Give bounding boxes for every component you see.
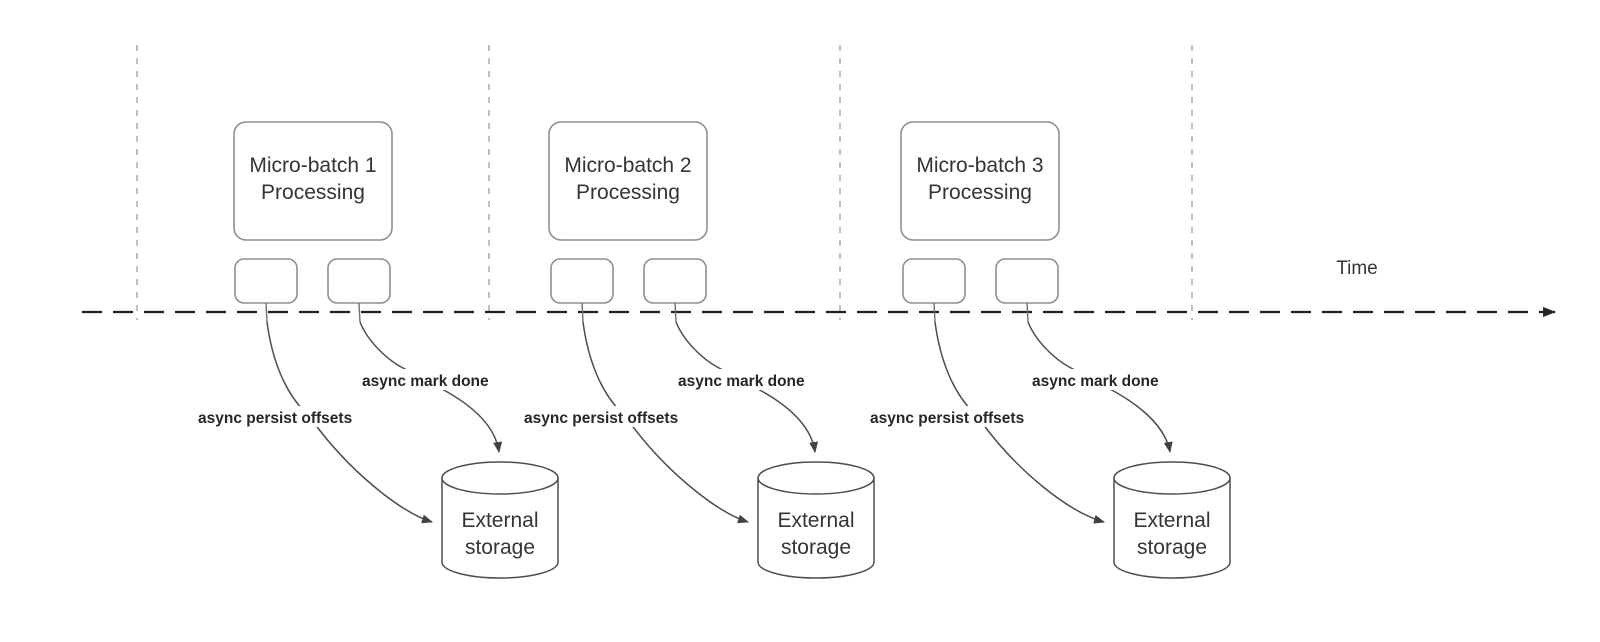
group-2-persist-edge-lower [627,419,749,524]
group-2-persist-label-bg [522,406,700,427]
group-2-mark-label-bg [676,369,818,390]
micro-batch-3-label-line1: Micro-batch 3 [916,154,1043,177]
micro-batch-1-box[interactable]: Micro-batch 1 Processing [233,121,393,241]
group-2-stub-2 [674,302,677,323]
group-2: Micro-batch 2 Processing async persist o… [522,121,875,579]
group-1-persist-edge-lower [311,419,433,524]
group-3-mark-edge-lower [1107,387,1173,453]
group-2-mark-label: async mark done [678,373,805,390]
group-3-mark-edge-upper [1027,321,1081,373]
group-3-task-box-1[interactable] [902,258,966,304]
micro-batch-3-label-line2: Processing [928,181,1032,204]
group-1-mark-label-bg [360,369,502,390]
external-storage-3-top [1113,461,1231,495]
group-1: Micro-batch 1 Processing async persist o… [196,121,559,579]
group-3-mark-label-bg [1030,369,1172,390]
micro-batch-3-box[interactable]: Micro-batch 3 Processing [900,121,1060,241]
micro-batch-3-rect [900,121,1060,241]
external-storage-3-label-line2: storage [1137,536,1207,559]
group-1-task-box-1[interactable] [234,258,298,304]
group-2-task-box-1[interactable] [550,258,614,304]
external-storage-2-top [757,461,875,495]
group-2-persist-label: async persist offsets [524,410,678,427]
group-2-mark-edge-lower [755,387,819,453]
external-storage-1-label-line2: storage [465,536,535,559]
group-2-task-box-2[interactable] [643,258,707,304]
group-2-stub-1 [581,302,584,323]
group-3-stub-2 [1026,302,1029,323]
group-1-mark-label: async mark done [362,373,489,390]
group-3-persist-edge-lower [979,419,1105,524]
external-storage-2-body [757,478,875,579]
group-3-persist-edge-upper [934,321,974,413]
group-1-mark-edge-lower [439,387,503,453]
group-1-mark-edge-upper [359,321,413,373]
group-1-persist-label-bg [196,406,374,427]
external-storage-3-body [1113,478,1231,579]
micro-batch-1-label-line1: Micro-batch 1 [249,154,376,177]
external-storage-1-label-line1: External [461,509,538,532]
group-1-task-box-2[interactable] [327,258,391,304]
external-storage-3[interactable]: External storage [1113,461,1231,579]
micro-batch-2-box[interactable]: Micro-batch 2 Processing [548,121,708,241]
group-1-persist-label: async persist offsets [198,410,352,427]
group-1-stub-2 [358,302,361,323]
time-axis-label: Time [1336,258,1378,279]
external-storage-2-label-line2: storage [781,536,851,559]
external-storage-2[interactable]: External storage [757,461,875,579]
group-1-persist-edge-upper [266,321,306,413]
micro-batch-2-label-line1: Micro-batch 2 [564,154,691,177]
external-storage-1[interactable]: External storage [441,461,559,579]
group-2-persist-edge-upper [582,321,622,413]
external-storage-1-body [441,478,559,579]
micro-batch-2-label-line2: Processing [576,181,680,204]
external-storage-2-label-line1: External [777,509,854,532]
external-storage-1-top [441,461,559,495]
timeline-axis: Time [82,258,1556,317]
group-3-stub-1 [933,302,936,323]
micro-batch-1-rect [233,121,393,241]
group-3-task-box-2[interactable] [995,258,1059,304]
external-storage-3-label-line1: External [1133,509,1210,532]
micro-batch-1-label-line2: Processing [261,181,365,204]
group-1-stub-1 [265,302,268,323]
group-3-persist-label: async persist offsets [870,410,1024,427]
group-3: Micro-batch 3 Processing async persist o… [868,121,1231,579]
group-3-mark-label: async mark done [1032,373,1159,390]
group-2-mark-edge-upper [675,321,729,373]
group-3-persist-label-bg [868,406,1046,427]
micro-batch-2-rect [548,121,708,241]
